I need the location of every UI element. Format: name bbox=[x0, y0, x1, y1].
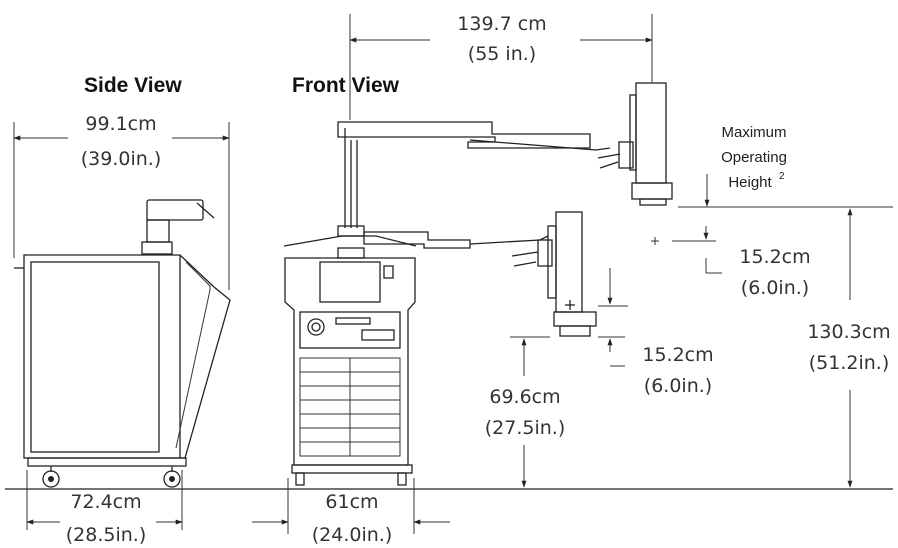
max-height-cm: 130.3cm bbox=[807, 321, 890, 343]
offset-lower-dimension: 15.2cm (6.0in.) bbox=[598, 268, 714, 397]
side-depth-base-in: (28.5in.) bbox=[66, 524, 147, 546]
front-width-dimension: 61cm (24.0in.) bbox=[252, 478, 450, 546]
max-op-footnote: 2 bbox=[779, 171, 785, 182]
side-depth-top-cm: 99.1cm bbox=[85, 113, 156, 135]
reach-dimension: 139.7 cm (55 in.) bbox=[349, 13, 653, 120]
reach-in: (55 in.) bbox=[468, 43, 536, 65]
side-depth-base-dimension: 72.4cm (28.5in.) bbox=[26, 470, 183, 546]
side-depth-top-in: (39.0in.) bbox=[81, 148, 162, 170]
side-view-title: Side View bbox=[84, 74, 182, 97]
max-op-line2: Operating bbox=[721, 149, 787, 166]
offset-upper-dimension: 15.2cm (6.0in.) bbox=[651, 226, 811, 299]
side-view-machine bbox=[14, 199, 231, 488]
front-view-machine bbox=[283, 82, 673, 486]
max-height-dimension: 130.3cm (51.2in.) bbox=[807, 208, 891, 488]
max-height-in: (51.2in.) bbox=[809, 352, 890, 374]
front-view-title: Front View bbox=[292, 74, 400, 97]
max-op-line3: Height bbox=[728, 174, 772, 191]
offset-lower-cm: 15.2cm bbox=[642, 344, 713, 366]
max-operating-height-note: Maximum Operating Height 2 bbox=[678, 124, 893, 208]
offset-lower-in: (6.0in.) bbox=[644, 375, 712, 397]
front-width-in: (24.0in.) bbox=[312, 524, 393, 546]
side-depth-top-dimension: 99.1cm (39.0in.) bbox=[13, 113, 230, 290]
front-width-cm: 61cm bbox=[325, 491, 378, 513]
min-height-dimension: 69.6cm (27.5in.) bbox=[485, 336, 566, 488]
max-op-line1: Maximum bbox=[721, 124, 786, 141]
offset-upper-cm: 15.2cm bbox=[739, 246, 810, 268]
reach-cm: 139.7 cm bbox=[457, 13, 546, 35]
offset-upper-in: (6.0in.) bbox=[741, 277, 809, 299]
side-depth-base-cm: 72.4cm bbox=[70, 491, 141, 513]
min-height-cm: 69.6cm bbox=[489, 386, 560, 408]
min-height-in: (27.5in.) bbox=[485, 417, 566, 439]
